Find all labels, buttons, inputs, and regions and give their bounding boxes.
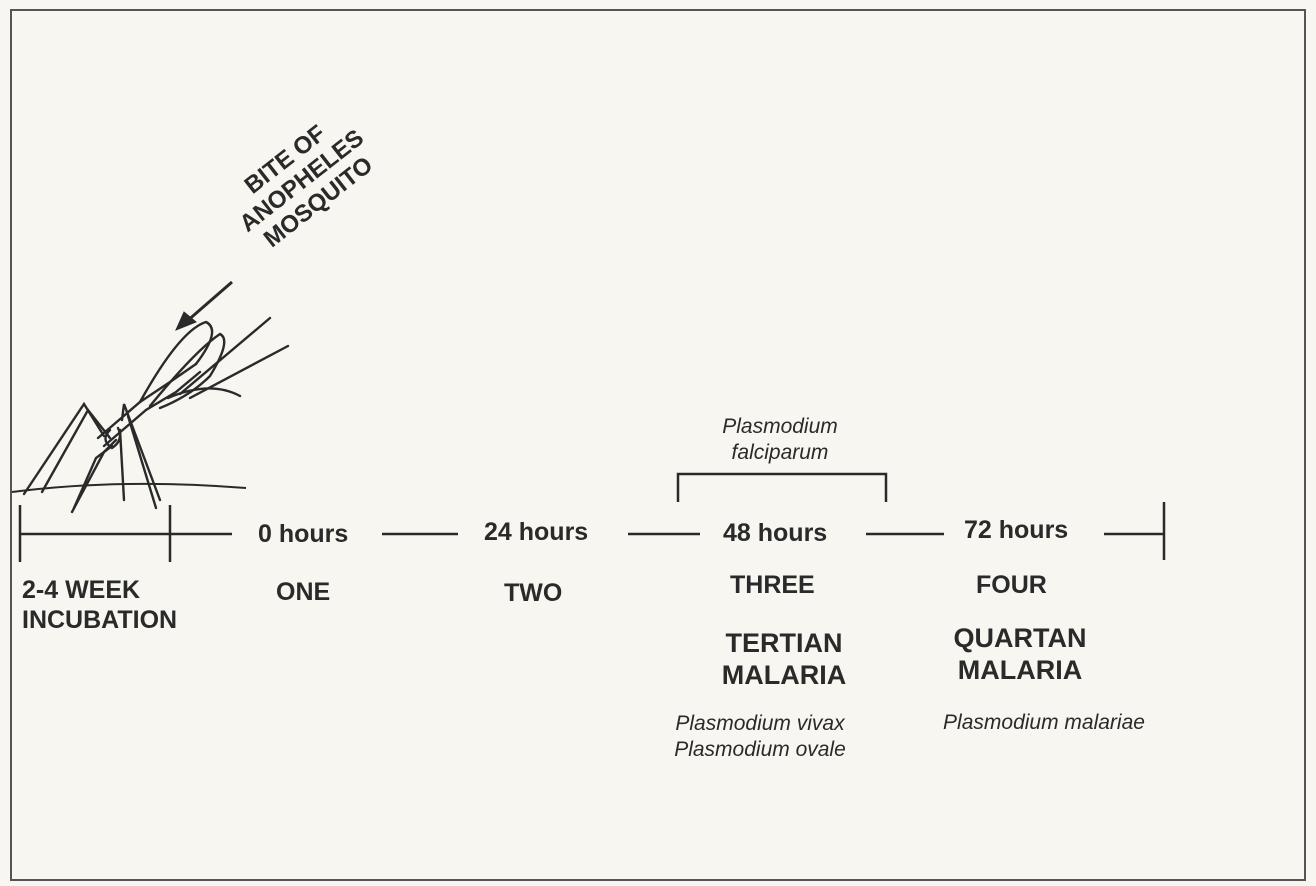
tertian-species: Plasmodium vivax Plasmodium ovale	[674, 711, 846, 763]
tertian-title: TERTIAN MALARIA	[722, 627, 846, 691]
quartan-species: Plasmodium malariae	[943, 710, 1145, 736]
hours-48: 48 hours	[723, 519, 828, 547]
incubation-line-1: 2-4 WEEK	[22, 576, 141, 604]
tertian-title-line-2: MALARIA	[721, 660, 847, 690]
hours-24: 24 hours	[484, 518, 589, 546]
falciparum-line-2: falciparum	[731, 441, 829, 464]
quartan-title-line-1: QUARTAN	[953, 623, 1087, 653]
day-three: THREE	[730, 571, 815, 599]
diagram-frame	[10, 9, 1306, 881]
skin-line	[11, 482, 247, 493]
falciparum-bracket	[676, 472, 888, 502]
hours-72: 72 hours	[964, 516, 1069, 544]
tertian-title-line-1: TERTIAN	[725, 628, 843, 658]
quartan-title: QUARTAN MALARIA	[954, 622, 1087, 686]
hours-0: 0 hours	[258, 520, 349, 548]
timeline-axis	[18, 502, 1166, 562]
incubation-line-2: INCUBATION	[22, 606, 178, 634]
quartan-title-line-2: MALARIA	[957, 655, 1083, 685]
arrow-icon	[175, 280, 233, 331]
day-one: ONE	[276, 578, 331, 606]
falciparum-line-1: Plasmodium	[722, 415, 838, 438]
species-ovale: Plasmodium ovale	[674, 738, 846, 761]
species-malariae: Plasmodium malariae	[943, 711, 1145, 734]
falciparum-label: Plasmodium falciparum	[722, 414, 838, 466]
day-two: TWO	[504, 579, 563, 607]
day-four: FOUR	[976, 571, 1047, 599]
mosquito-icon	[22, 316, 290, 514]
species-vivax: Plasmodium vivax	[675, 712, 845, 735]
